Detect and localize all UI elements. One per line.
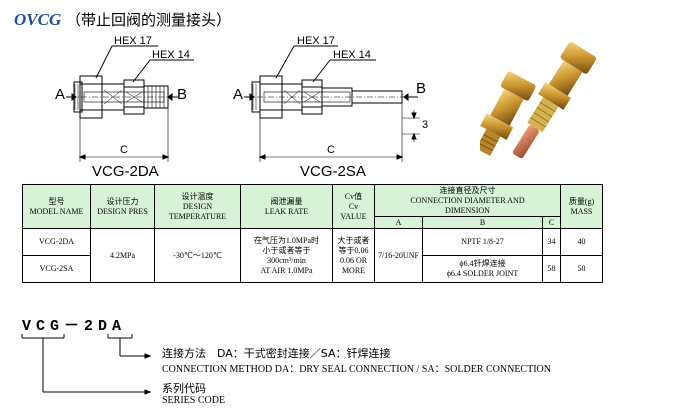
series-code-cn: 系列代码 xyxy=(162,382,206,395)
cell-mass-2sa: 50 xyxy=(560,255,603,283)
fitting-dry-seal xyxy=(480,71,536,157)
header-col-b: B xyxy=(422,216,543,229)
title-code: OVCG xyxy=(14,10,62,29)
model-code: VCG－2DA xyxy=(22,318,127,335)
drawing-vcg-2sa xyxy=(244,45,420,162)
label-2da-hex14: HEX 14 xyxy=(152,49,190,61)
drawing-vcg-2da xyxy=(66,45,194,162)
title-subtitle: （带止回阀的测量接头） xyxy=(66,11,232,29)
page-title: OVCG （带止回阀的测量接头） xyxy=(14,9,231,30)
label-2da-b: B xyxy=(177,86,188,103)
connection-method-cn: 连接方法 DA：干式密封连接／SA：钎焊连接 xyxy=(162,347,391,360)
label-2da-c: C xyxy=(120,144,128,156)
label-vcg-2sa: VCG-2SA xyxy=(300,163,366,180)
cell-connection-a: 7/16-20UNF xyxy=(374,228,423,283)
label-2da-hex17: HEX 17 xyxy=(114,35,152,47)
technical-drawings xyxy=(66,45,420,162)
label-2sa-3: 3 xyxy=(422,119,429,131)
cell-model-2sa: VCG-2SA xyxy=(22,255,91,283)
label-vcg-2da: VCG-2DA xyxy=(92,163,159,180)
fitting-solder xyxy=(512,41,597,159)
series-code-en: SERIES CODE xyxy=(162,395,226,406)
label-2sa-b: B xyxy=(416,80,427,97)
label-2sa-hex17: HEX 17 xyxy=(297,35,335,47)
cell-mass-2da: 40 xyxy=(560,228,603,256)
label-2sa-a: A xyxy=(233,86,244,103)
product-photo xyxy=(480,41,597,159)
cell-pressure: 4.2MPa xyxy=(90,228,155,283)
label-2da-a: A xyxy=(55,86,66,103)
table-row: VCG-2DA 4.2MPa -30℃～120℃ 在气压为1.0MPa时小于或者… xyxy=(22,228,603,283)
label-2sa-c: C xyxy=(327,144,335,156)
label-2sa-hex14: HEX 14 xyxy=(333,49,371,61)
cell-temperature: -30℃～120℃ xyxy=(154,228,241,283)
connection-method-en: CONNECTION METHOD DA：DRY SEAL CONNECTION… xyxy=(162,364,551,375)
